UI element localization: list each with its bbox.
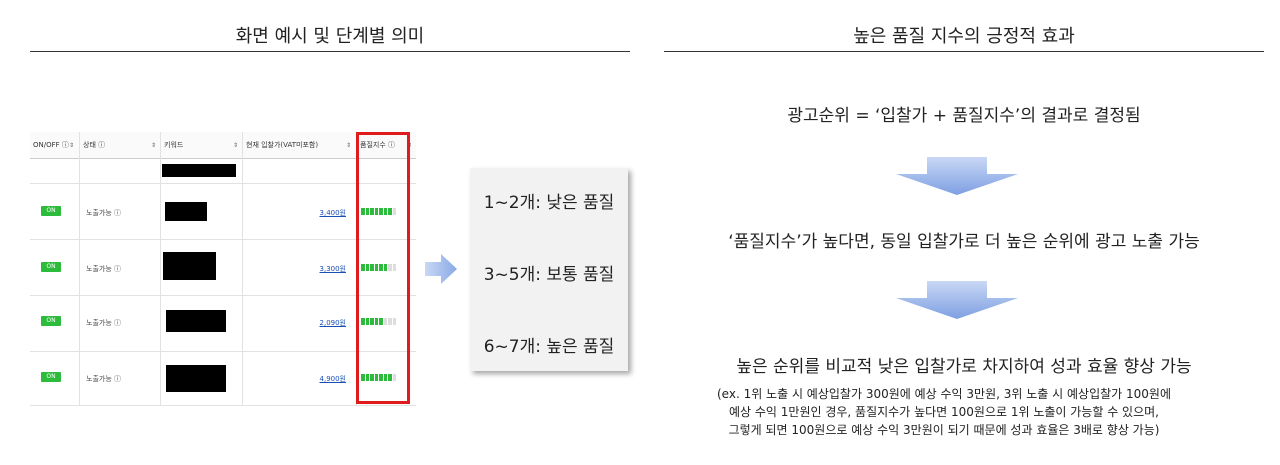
sort-icon[interactable]: ⇕ [68, 142, 74, 149]
quality-segment [370, 264, 374, 271]
status-text: 노출가능 ⓘ [86, 265, 121, 273]
quality-segment [374, 374, 378, 381]
keyword-table: ON/OFF ⓘ⇕ 상태 ⓘ⇕ 키워드⇕ 현재 입찰가(VAT미포함)⇕ 품질지… [30, 132, 416, 406]
example-note-line-2: 예상 수익 1만원인 경우, 품질지수가 높다면 100원으로 1위 노출이 가… [728, 405, 1159, 419]
sort-icon[interactable]: ⇕ [232, 142, 238, 149]
quality-segment [392, 318, 396, 325]
column-divider [160, 132, 161, 406]
example-note-line-3: 그렇게 되면 100원으로 예상 수익 3만원이 되기 때문에 성과 효율은 3… [728, 423, 1160, 437]
quality-segment [388, 208, 392, 215]
quality-index-bar [361, 264, 396, 271]
sort-icon[interactable]: ⇕ [150, 142, 156, 149]
quality-segment [374, 264, 378, 271]
quality-index-bar [361, 318, 396, 325]
quality-index-bar [361, 208, 396, 215]
quality-segment [370, 374, 374, 381]
bid-link[interactable]: 3,400원 [319, 209, 346, 217]
column-keyword[interactable]: 키워드⇕ [161, 132, 242, 159]
left-section-title: 화면 예시 및 단계별 의미 [235, 26, 425, 47]
redacted-keyword [163, 252, 216, 280]
on-off-toggle[interactable]: ON [41, 262, 61, 272]
right-title-divider [664, 51, 1264, 52]
example-note-line-1: (ex. 1위 노출 시 예상입찰가 300원에 예상 수익 3만원, 3위 노… [716, 387, 1171, 401]
column-divider [79, 132, 80, 406]
quality-segment [361, 264, 365, 271]
table-row[interactable]: ON 노출가능 ⓘ 3,300원 [30, 240, 416, 296]
quality-segment [365, 208, 369, 215]
quality-segment [361, 208, 365, 215]
quality-segment [361, 374, 365, 381]
column-onoff[interactable]: ON/OFF ⓘ⇕ [30, 132, 78, 159]
on-off-toggle[interactable]: ON [41, 316, 61, 326]
quality-segment [370, 208, 374, 215]
arrow-right-icon [425, 254, 457, 284]
right-section-title: 높은 품질 지수의 긍정적 효과 [853, 26, 1075, 47]
legend-high-quality: 6~7개: 높은 품질 [483, 337, 615, 357]
flow-step-1: 광고순위 = ‘입찰가 + 품질지수’의 결과로 결정됨 [787, 106, 1141, 126]
arrow-down-icon [896, 157, 1018, 195]
on-off-toggle[interactable]: ON [41, 372, 61, 382]
legend-mid-quality: 3~5개: 보통 품질 [483, 265, 615, 285]
quality-segment [392, 374, 396, 381]
status-text: 노출가능 ⓘ [86, 209, 121, 217]
redacted-keyword [165, 202, 207, 221]
quality-segment [370, 318, 374, 325]
quality-segment [383, 264, 387, 271]
column-bid[interactable]: 현재 입찰가(VAT미포함)⇕ [243, 132, 355, 159]
quality-segment [379, 318, 383, 325]
quality-segment [379, 374, 383, 381]
table-row[interactable]: ON 노출가능 ⓘ 3,400원 [30, 184, 416, 240]
quality-segment [365, 374, 369, 381]
quality-segment [365, 318, 369, 325]
flow-step-3: 높은 순위를 비교적 낮은 입찰가로 차지하여 성과 효율 향상 가능 [736, 357, 1192, 377]
quality-segment [383, 208, 387, 215]
table-filter-row [30, 159, 416, 184]
redacted-keyword [166, 365, 226, 392]
status-text: 노출가능 ⓘ [86, 375, 121, 383]
redacted-keyword [166, 310, 226, 332]
quality-segment [365, 264, 369, 271]
quality-segment [388, 318, 392, 325]
quality-segment [361, 318, 365, 325]
arrow-down-icon [896, 281, 1018, 319]
quality-segment [383, 318, 387, 325]
quality-segment [379, 264, 383, 271]
table-row[interactable]: ON 노출가능 ⓘ 2,090원 [30, 296, 416, 352]
left-title-divider [30, 51, 630, 52]
redacted-keyword [162, 164, 236, 177]
quality-segment [392, 264, 396, 271]
table-row[interactable]: ON 노출가능 ⓘ 4,900원 [30, 352, 416, 406]
bid-link[interactable]: 4,900원 [319, 375, 346, 383]
sort-icon[interactable]: ⇕ [345, 142, 351, 149]
bid-link[interactable]: 3,300원 [319, 265, 346, 273]
quality-legend-box: 1~2개: 낮은 품질 3~5개: 보통 품질 6~7개: 높은 품질 [470, 168, 628, 371]
bid-link[interactable]: 2,090원 [319, 319, 346, 327]
quality-segment [388, 264, 392, 271]
on-off-toggle[interactable]: ON [41, 206, 61, 216]
flow-step-2: ‘품질지수’가 높다면, 동일 입찰가로 더 높은 순위에 광고 노출 가능 [728, 232, 1200, 252]
column-status[interactable]: 상태 ⓘ⇕ [80, 132, 160, 159]
table-header: ON/OFF ⓘ⇕ 상태 ⓘ⇕ 키워드⇕ 현재 입찰가(VAT미포함)⇕ 품질지… [30, 132, 416, 159]
status-text: 노출가능 ⓘ [86, 319, 121, 327]
column-divider [242, 132, 243, 406]
legend-low-quality: 1~2개: 낮은 품질 [483, 193, 615, 213]
quality-segment [383, 374, 387, 381]
quality-segment [374, 208, 378, 215]
quality-segment [392, 208, 396, 215]
quality-segment [374, 318, 378, 325]
quality-segment [379, 208, 383, 215]
quality-column-highlight [356, 132, 410, 404]
quality-segment [388, 374, 392, 381]
quality-index-bar [361, 374, 396, 381]
